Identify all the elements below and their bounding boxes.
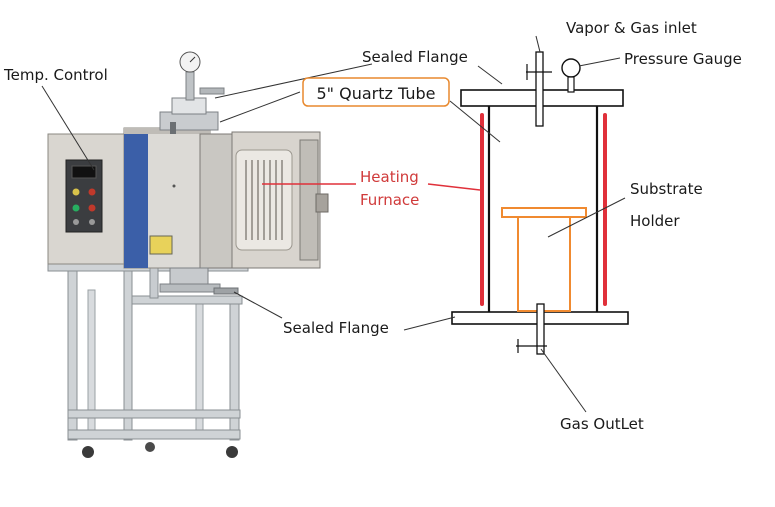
switch-icon (89, 219, 95, 225)
label-furnace: Furnace (360, 191, 419, 209)
switch-icon (88, 204, 96, 212)
heating-leader-right (427, 183, 481, 191)
caster-wheel-icon (226, 446, 238, 458)
label-heating: Heating (360, 168, 419, 186)
label-temp-control: Temp. Control (3, 66, 108, 84)
caster-wheel-icon (145, 442, 155, 452)
caster-wheel-icon (82, 446, 94, 458)
leader-lines (41, 35, 626, 413)
inlet-pipe (535, 51, 544, 127)
blue-panel (124, 128, 148, 268)
furnace-body (123, 127, 211, 269)
door-latch (315, 193, 329, 213)
bottom-flange-assembly (159, 267, 239, 295)
control-cabinet (47, 133, 127, 265)
quartz-tube-label-box (302, 77, 450, 107)
label-pressure-gauge: Pressure Gauge (624, 50, 742, 68)
label-gas-outlet: Gas OutLet (560, 415, 644, 433)
label-sealed-flange-top: Sealed Flange (362, 48, 468, 66)
label-sealed-flange-bottom: Sealed Flange (283, 319, 389, 337)
label-vapor-gas-inlet: Vapor & Gas inlet (566, 19, 697, 37)
indicator-light-icon (72, 188, 80, 196)
substrate-holder-top (501, 207, 587, 218)
temperature-display (71, 165, 97, 179)
substrate-holder-stand (517, 216, 571, 312)
label-holder: Holder (630, 212, 680, 230)
outlet-pipe (536, 303, 545, 355)
label-substrate: Substrate (630, 180, 703, 198)
indicator-light-icon (88, 188, 96, 196)
pressure-gauge-icon (561, 58, 581, 78)
schematic (451, 51, 629, 355)
warning-label (149, 235, 173, 255)
top-flange-assembly (159, 51, 225, 134)
switch-icon (73, 219, 79, 225)
furnace-open-door (199, 131, 329, 269)
label-quartz-tube: 5" Quartz Tube (317, 84, 436, 103)
switch-icon (72, 204, 80, 212)
